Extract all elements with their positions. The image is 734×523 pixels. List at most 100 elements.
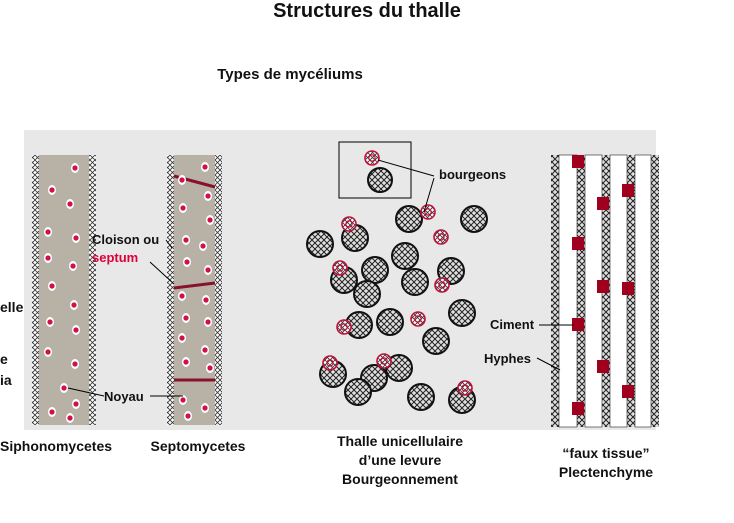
nucleus [46,317,54,327]
yeast-cell [395,205,423,233]
cement-block [572,155,584,168]
nucleus [66,199,74,209]
left-fragment-3: ia [0,372,12,388]
yeast-cell [460,205,488,233]
cement-block [572,237,584,250]
hypha-wall [651,155,659,427]
cement-block [597,197,609,210]
bud [376,353,392,369]
caption-levure-line3: Bourgeonnement [342,471,458,487]
page-title: Structures du thalle [273,0,461,22]
label-cloison: Cloison ou [92,232,160,247]
siphonomycetes-nuclei [44,163,80,423]
pointer-line [149,261,175,285]
cement-block [572,318,584,331]
nucleus [206,363,214,373]
label-noyau: Noyau [104,389,144,404]
bud [433,229,449,245]
cement-block [622,184,634,197]
pointer-line [67,387,105,397]
bud-inset-box [338,141,412,199]
label-septum: septum [92,250,139,265]
cement-block [572,402,584,415]
nucleus [206,215,214,225]
nucleus [182,313,190,323]
nucleus [44,227,52,237]
left-fragment-2: e [0,351,8,367]
nucleus [182,235,190,245]
yeast-cell [367,167,393,193]
bud [364,150,380,166]
caption-levure-line1: Thalle unicellulaire [336,433,464,449]
yeast-cell [407,383,435,411]
nucleus [72,399,80,409]
caption-levure-line2: d’une levure [358,452,442,468]
nucleus [44,253,52,263]
bud [457,380,473,396]
bud [420,204,436,220]
yeast-cell [353,280,381,308]
nucleus [183,257,191,267]
cement-block [597,280,609,293]
bud [410,311,426,327]
label-bourgeons: bourgeons [439,167,507,182]
nucleus [204,317,212,327]
hypha-lumen [634,154,652,428]
nucleus [178,175,186,185]
yeast-cell [391,242,419,270]
nucleus [48,281,56,291]
siphonomycetes-hypha [32,155,96,425]
nucleus [48,407,56,417]
bud [336,319,352,335]
nucleus [201,345,209,355]
nucleus [71,359,79,369]
bud [341,216,357,232]
label-ciment: Ciment [490,317,535,332]
bud [322,355,338,371]
nucleus [66,413,74,423]
nucleus [204,265,212,275]
caption-septomycetes: Septomycetes [150,438,246,454]
nucleus [179,203,187,213]
nucleus [184,411,192,421]
nucleus [44,347,52,357]
pointer-line [165,239,173,249]
yeast-cell [344,378,372,406]
nucleus [72,233,80,243]
hypha-wall [551,155,559,427]
septum-line [173,281,216,290]
nucleus [60,383,68,393]
nucleus [178,291,186,301]
nucleus [71,163,79,173]
yeast-cell [448,299,476,327]
nucleus [204,191,212,201]
nucleus [70,300,78,310]
yeast-cell [422,327,450,355]
yeast-cell [376,308,404,336]
pointer-line [377,159,435,177]
caption-siphonomycetes: Siphonomycetes [0,438,113,454]
nucleus [201,162,209,172]
nucleus [178,333,186,343]
septomycetes-hypha [167,155,222,425]
nucleus [199,241,207,251]
hypha-lumen [558,154,578,428]
pointer-line [536,357,561,371]
yeast-cells [306,150,488,414]
yeast-cell [437,257,465,285]
label-hyphes: Hyphes [484,351,531,366]
caption-plectenchyme: Plectenchyme [558,464,654,480]
nucleus [48,185,56,195]
left-fragment-1: elle [0,299,24,315]
cement-block [597,360,609,373]
yeast-cell [361,256,389,284]
nucleus [201,403,209,413]
nucleus [69,261,77,271]
bud [434,277,450,293]
nucleus [202,295,210,305]
yeast-cell [306,230,334,258]
septomycetes-nuclei [178,162,214,421]
yeast-cell [401,268,429,296]
hypha-wall [577,155,585,427]
